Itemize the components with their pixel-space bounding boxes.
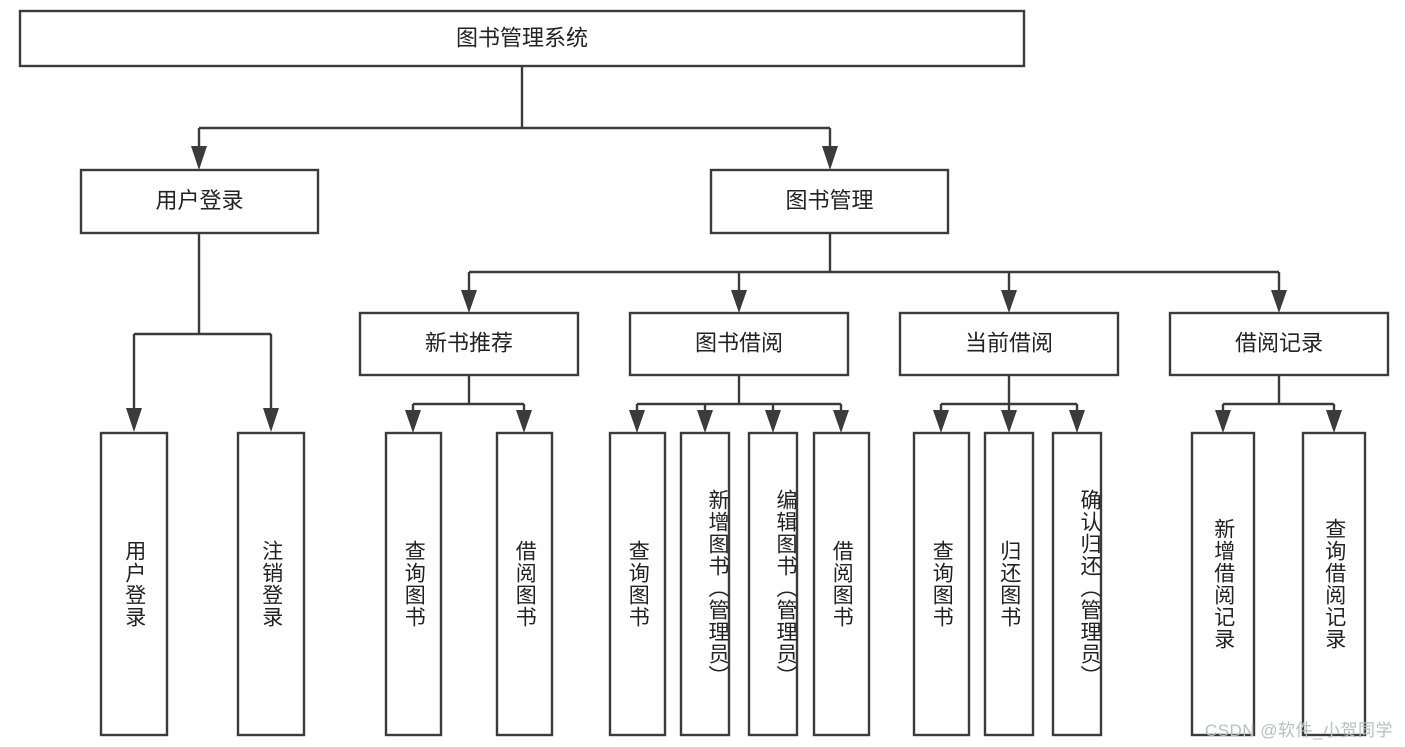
node-label-borrow-record: 借阅记录 (1235, 330, 1323, 355)
arrow-head-leaf-confirm-return (1069, 410, 1085, 433)
connector-group-book-borrow (629, 375, 849, 433)
node-box-leaf-query-book-1[interactable] (384, 431, 443, 737)
node-box-leaf-query-book-3[interactable] (912, 431, 971, 737)
node-label-current-borrow: 当前借阅 (965, 330, 1053, 355)
node-box-book-management[interactable] (709, 168, 950, 235)
arrow-head-book-management (822, 146, 838, 170)
arrow-head-leaf-borrow-book-1 (516, 410, 532, 433)
csdn-watermark: CSDN @软件_小贺同学 (1204, 721, 1393, 740)
connector-group-root (191, 66, 838, 170)
arrow-head-leaf-query-book-3 (933, 410, 949, 433)
arrow-head-leaf-query-book-2 (629, 410, 645, 433)
arrow-head-leaf-user-logout (263, 408, 279, 432)
node-box-leaf-edit-book[interactable] (747, 431, 799, 737)
arrow-head-leaf-add-book (697, 410, 713, 433)
arrow-head-leaf-user-login (126, 408, 142, 432)
arrow-head-borrow-record (1271, 290, 1287, 313)
arrow-head-book-borrow (731, 290, 747, 313)
node-box-leaf-user-login[interactable] (99, 431, 169, 737)
node-box-leaf-add-record[interactable] (1190, 431, 1256, 737)
arrow-head-leaf-borrow-book-2 (833, 410, 849, 433)
arrow-head-user-login (191, 146, 207, 170)
arrow-head-leaf-edit-book (765, 410, 781, 433)
node-box-borrow-record[interactable] (1168, 311, 1390, 377)
arrow-head-leaf-query-book-1 (405, 410, 421, 433)
node-box-leaf-query-record[interactable] (1301, 431, 1367, 737)
node-box-leaf-borrow-book-1[interactable] (495, 431, 554, 737)
node-label-new-book-recommend: 新书推荐 (425, 330, 513, 355)
connector-group-current-borrow (933, 375, 1085, 433)
connector-group-new-book-recommend (405, 375, 532, 433)
connector-group-borrow-record (1215, 375, 1342, 433)
node-label-book-borrow: 图书借阅 (695, 330, 783, 355)
arrow-head-leaf-return-book (1001, 410, 1017, 433)
connector-group-user-login (126, 233, 279, 432)
node-box-leaf-add-book[interactable] (679, 431, 731, 737)
arrow-head-leaf-add-record (1215, 410, 1231, 433)
connector-group-book-management (461, 233, 1287, 313)
node-box-leaf-user-logout[interactable] (236, 431, 306, 737)
node-label-user-login: 用户登录 (155, 188, 243, 213)
node-box-leaf-return-book[interactable] (983, 431, 1035, 737)
arrow-head-leaf-query-record (1326, 410, 1342, 433)
node-label-book-management: 图书管理 (785, 188, 873, 213)
node-box-book-borrow[interactable] (628, 311, 850, 377)
node-box-new-book-recommend[interactable] (358, 311, 580, 377)
node-box-leaf-borrow-book-2[interactable] (812, 431, 871, 737)
arrow-head-current-borrow (1001, 290, 1017, 313)
node-box-root[interactable] (18, 9, 1026, 68)
node-label-root: 图书管理系统 (456, 25, 588, 50)
node-box-leaf-confirm-return[interactable] (1051, 431, 1103, 737)
node-box-user-login[interactable] (79, 168, 320, 235)
node-box-leaf-query-book-2[interactable] (608, 431, 667, 737)
arrow-head-new-book-recommend (461, 290, 477, 313)
node-box-current-borrow[interactable] (898, 311, 1120, 377)
